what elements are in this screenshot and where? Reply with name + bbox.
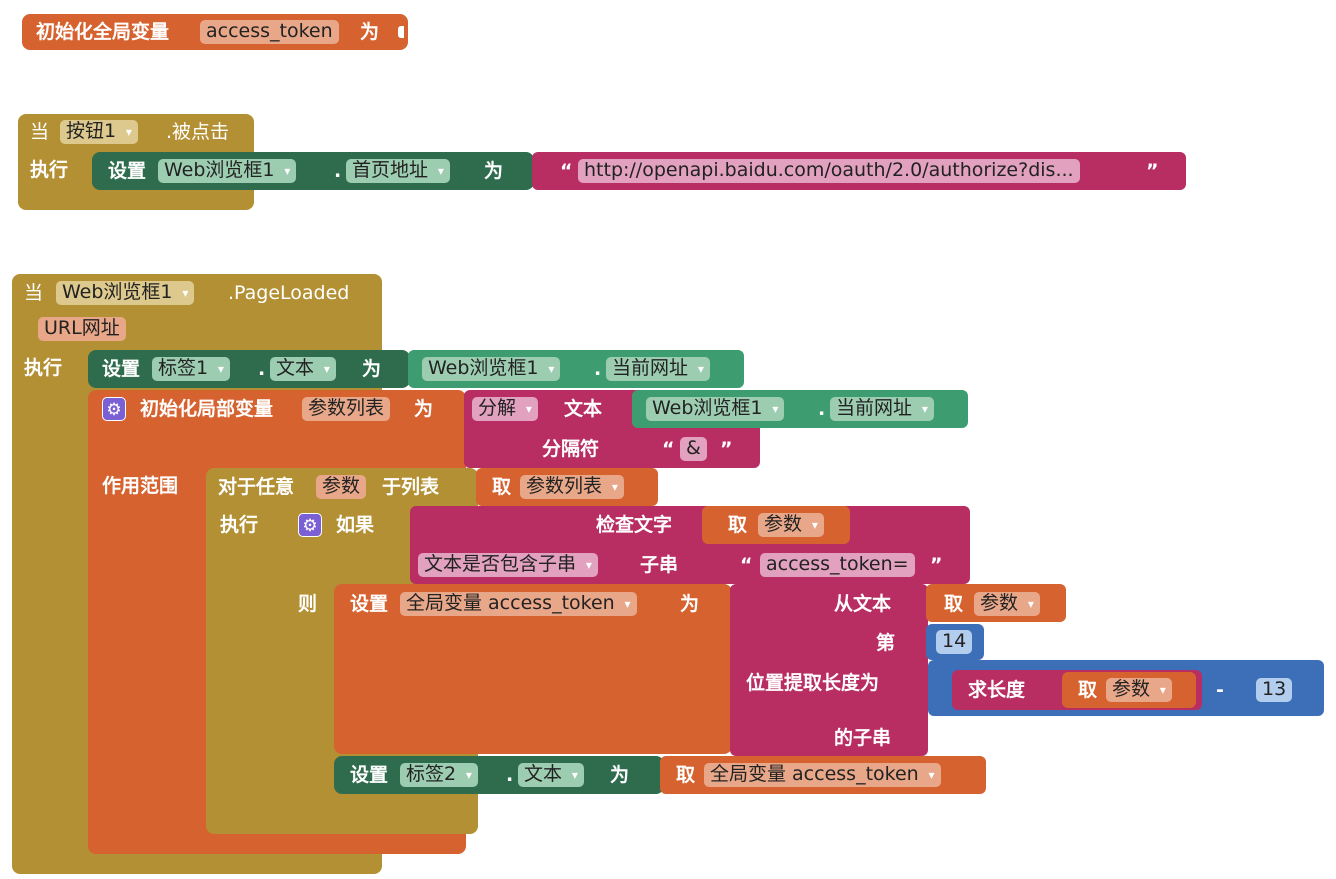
in-list-label: 于列表	[382, 476, 440, 498]
to-label: 为	[484, 160, 504, 182]
from-text-label: 从文本	[834, 593, 892, 615]
split-op-dropdown[interactable]: 分解	[472, 397, 538, 421]
separator-label: 分隔符	[542, 438, 600, 460]
pageloaded-label: .PageLoaded	[228, 282, 350, 304]
split-text-label: 文本	[564, 398, 603, 420]
get-global-dropdown[interactable]: 全局变量 access_token	[704, 763, 941, 787]
check-text-label: 检查文字	[596, 514, 673, 536]
separator-value-field[interactable]: &	[680, 437, 707, 461]
get-global-label: 取	[676, 764, 696, 786]
dot-label: .	[334, 160, 342, 182]
set2-to: 为	[610, 764, 630, 786]
set2-label: 设置	[350, 764, 389, 786]
webviewer-event-dropdown[interactable]: Web浏览框1	[56, 281, 195, 305]
label2-dropdown[interactable]: 标签2	[400, 763, 478, 787]
if-label: 如果	[336, 514, 375, 536]
button-component-dropdown[interactable]: 按钮1	[60, 120, 138, 144]
value-socket	[398, 26, 404, 38]
url-text-field[interactable]: http://openapi.baidu.com/oauth/2.0/autho…	[578, 159, 1080, 183]
foreach-label: 对于任意	[218, 476, 295, 498]
get-list-dropdown[interactable]: 参数列表	[520, 475, 624, 499]
set-label2-block[interactable]	[334, 756, 664, 794]
local-var-name-field[interactable]: 参数列表	[302, 397, 391, 421]
substring-get-label: 取	[944, 593, 964, 615]
sep-quote-close: ”	[720, 438, 733, 460]
split-webviewer-dropdown[interactable]: Web浏览框1	[646, 397, 785, 421]
event-name-label: .被点击	[166, 121, 230, 143]
length-label: 位置提取长度为	[746, 672, 880, 694]
scope-label: 作用范围	[102, 475, 179, 497]
text-property-dropdown[interactable]: 文本	[270, 357, 336, 381]
if-mutator-gear-icon[interactable]: ⚙	[298, 513, 322, 537]
piece-quote-close: ”	[930, 554, 943, 576]
then-label: 则	[298, 593, 318, 615]
global-var-dropdown[interactable]: 全局变量 access_token	[400, 592, 637, 616]
webviewer-getter-dropdown[interactable]: Web浏览框1	[422, 357, 561, 381]
start-number-field[interactable]: 14	[936, 630, 973, 654]
global-init-as-label: 为	[360, 21, 380, 43]
event2-when-label: 当	[24, 282, 44, 304]
url-param-field[interactable]: URL网址	[38, 317, 126, 341]
length-fn-label: 求长度	[968, 679, 1026, 701]
set-label: 设置	[108, 160, 147, 182]
loop-var-field[interactable]: 参数	[316, 475, 367, 499]
label1-dropdown[interactable]: 标签1	[152, 357, 230, 381]
set-global-to: 为	[680, 593, 700, 615]
getter-dot: .	[594, 358, 602, 380]
split-src-dot: .	[818, 398, 826, 420]
piece-label: 子串	[640, 554, 679, 576]
mutator-gear-icon[interactable]: ⚙	[102, 397, 126, 421]
get-param-dropdown[interactable]: 参数	[758, 513, 824, 537]
minus-label: -	[1216, 679, 1224, 701]
substring-param-dropdown[interactable]: 参数	[974, 592, 1040, 616]
global-var-name-field[interactable]: access_token	[200, 20, 339, 44]
label2-text-property-dropdown[interactable]: 文本	[518, 763, 584, 787]
minus-number-field[interactable]: 13	[1256, 678, 1293, 702]
local-init-label: 初始化局部变量	[140, 398, 274, 420]
event-body-extension	[18, 150, 100, 198]
quote-close: ”	[1146, 160, 1159, 182]
set1-label: 设置	[102, 358, 141, 380]
set1-to: 为	[362, 358, 382, 380]
webviewer-component-dropdown[interactable]: Web浏览框1	[158, 159, 297, 183]
homepage-property-dropdown[interactable]: 首页地址	[346, 159, 450, 183]
event2-do-label: 执行	[24, 357, 63, 379]
foreach-do-label: 执行	[220, 514, 259, 536]
event-do-label: 执行	[30, 159, 69, 181]
quote-open: “	[560, 160, 573, 182]
set1-dot: .	[258, 358, 266, 380]
get-param-label: 取	[728, 514, 748, 536]
set2-dot: .	[506, 764, 514, 786]
sep-quote-open: “	[662, 438, 675, 460]
piece-quote-open: “	[740, 554, 753, 576]
event-when-label: 当	[30, 121, 50, 143]
current-url-property-dropdown[interactable]: 当前网址	[606, 357, 710, 381]
length-param-dropdown[interactable]: 参数	[1106, 678, 1172, 702]
start-label: 第	[876, 632, 896, 654]
substring-suffix-label: 的子串	[834, 727, 892, 749]
contains-op-dropdown[interactable]: 文本是否包含子串	[418, 553, 598, 577]
set-label1-block[interactable]	[88, 350, 410, 388]
piece-value-field[interactable]: access_token=	[760, 553, 915, 577]
global-init-label: 初始化全局变量	[36, 21, 170, 43]
get-list-label: 取	[492, 476, 512, 498]
split-current-url-dropdown[interactable]: 当前网址	[830, 397, 934, 421]
substring-block[interactable]	[730, 584, 928, 756]
local-init-as: 为	[414, 398, 434, 420]
set-global-label: 设置	[350, 593, 389, 615]
length-get-label: 取	[1078, 679, 1098, 701]
